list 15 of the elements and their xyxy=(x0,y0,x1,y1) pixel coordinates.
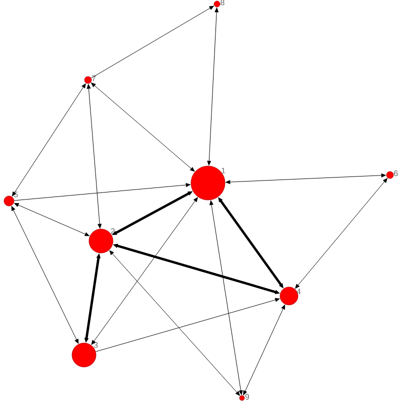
arrow xyxy=(14,203,90,236)
arrow xyxy=(12,83,86,196)
arrow xyxy=(210,200,243,395)
arrow xyxy=(95,298,280,352)
arrow xyxy=(243,304,286,396)
arrow xyxy=(86,84,102,228)
arrow xyxy=(109,250,240,396)
arrow xyxy=(295,178,388,289)
arrow xyxy=(11,206,79,344)
arrow xyxy=(91,197,198,345)
arrow xyxy=(207,8,219,166)
arrow xyxy=(90,6,214,78)
arrow xyxy=(226,173,386,184)
arrow xyxy=(14,183,190,201)
arrow xyxy=(91,82,195,172)
